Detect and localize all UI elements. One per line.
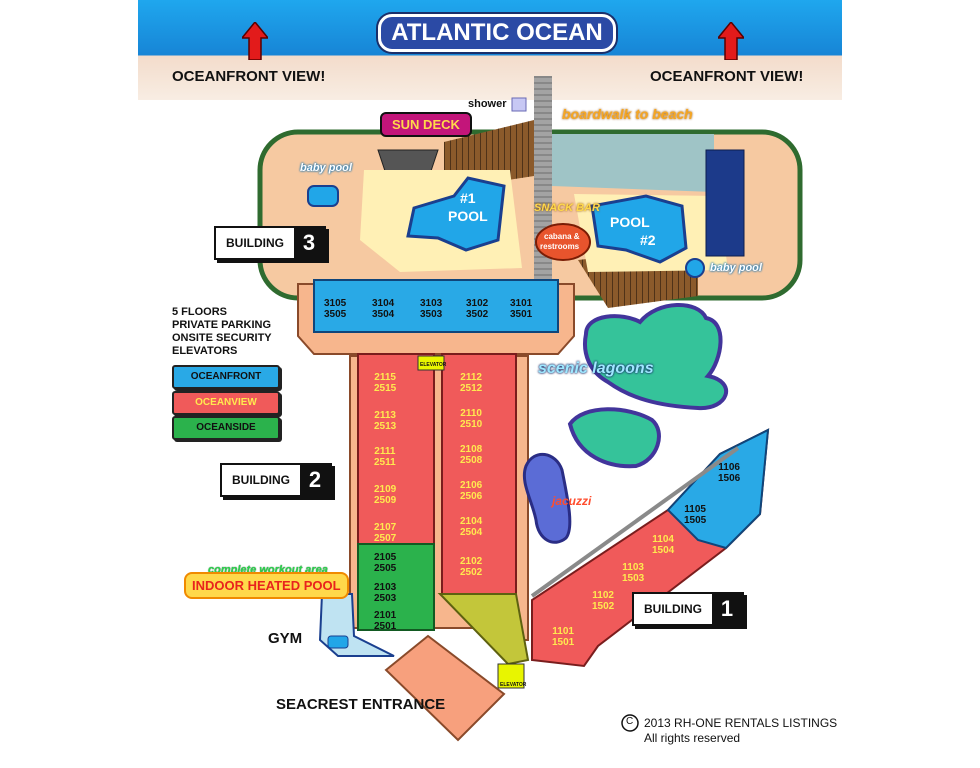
b2-left-red <box>357 353 435 545</box>
shower-icon <box>511 97 527 112</box>
rights-text: All rights reserved <box>644 731 741 745</box>
blue-strip <box>705 149 745 257</box>
feature-security: ONSITE SECURITY <box>172 332 272 344</box>
pool-2-number: #2 <box>640 232 656 248</box>
shower-label: shower <box>468 98 507 110</box>
elevator-icon-2 <box>497 663 525 689</box>
pool-1-label: POOL <box>448 208 488 224</box>
b2-left-green <box>357 543 435 631</box>
pool-2-label: POOL <box>610 214 650 230</box>
gym-label: GYM <box>268 630 303 647</box>
feature-parking: PRIVATE PARKING <box>172 319 272 331</box>
building-2-number: 2 <box>300 465 330 495</box>
baby-pool-2 <box>685 258 705 278</box>
jacuzzi <box>522 453 572 544</box>
seacrest-entrance-label: SEACREST ENTRANCE <box>276 696 446 713</box>
baby-pool-label-2: baby pool <box>710 262 762 274</box>
ocean-title: ATLANTIC OCEAN <box>378 14 616 52</box>
baby-pool-label-1: baby pool <box>300 162 352 174</box>
scenic-lagoon-1 <box>583 303 729 411</box>
building-3-tag: BUILDING 3 <box>214 226 326 260</box>
legend-oceanfront: OCEANFRONT <box>172 365 280 389</box>
pool-1-number: #1 <box>460 190 476 206</box>
copyright-symbol: C <box>626 716 634 727</box>
jacuzzi-label: jacuzzi <box>552 494 592 508</box>
resort-map: ATLANTIC OCEAN OCEANFRONT VIEW! OCEANFRO… <box>138 0 842 768</box>
boardwalk-label: boardwalk to beach <box>562 106 693 122</box>
deck-stripes <box>552 134 714 192</box>
building-3-number: 3 <box>294 228 324 258</box>
building-3-text: BUILDING <box>226 236 284 250</box>
oceanfront-view-right: OCEANFRONT VIEW! <box>650 68 804 85</box>
elevator-icon-1 <box>417 355 445 371</box>
lagoons-label: scenic lagoons <box>538 360 654 377</box>
cabana-label-1: cabana & <box>544 232 580 241</box>
building-1-number: 1 <box>712 594 742 624</box>
building-2-text: BUILDING <box>232 473 290 487</box>
legend-oceanview: OCEANVIEW <box>172 391 280 415</box>
copyright-icon <box>621 714 639 732</box>
feature-list: 5 FLOORS PRIVATE PARKING ONSITE SECURITY… <box>172 306 272 358</box>
up-arrow-icon <box>718 22 744 60</box>
pool-2 <box>590 194 688 264</box>
cabana-label-2: restrooms <box>540 242 580 251</box>
feature-floors: 5 FLOORS <box>172 306 228 318</box>
indoor-pool-label: INDOOR HEATED POOL <box>184 572 349 599</box>
snack-bar-label: SNACK BAR <box>534 202 600 214</box>
baby-pool-1 <box>307 185 339 207</box>
pool-1 <box>406 176 506 252</box>
sun-deck-label: SUN DECK <box>380 112 472 137</box>
building-1-blue <box>666 428 770 550</box>
elevator-label: ELEVATOR <box>500 682 527 688</box>
parking-green <box>437 593 530 666</box>
entrance <box>384 634 506 742</box>
cabana <box>535 223 591 261</box>
building-2-tag: BUILDING 2 <box>220 463 332 497</box>
building-3-units <box>313 279 559 333</box>
elevator-label: ELEVATOR <box>420 362 447 368</box>
map-graphics <box>257 76 803 742</box>
building-1-text: BUILDING <box>644 602 702 616</box>
up-arrow-icon <box>242 22 268 60</box>
oceanfront-view-left: OCEANFRONT VIEW! <box>172 68 326 85</box>
copyright-text: 2013 RH-ONE RENTALS LISTINGS <box>644 716 838 730</box>
legend-oceanside: OCEANSIDE <box>172 416 280 440</box>
feature-elevators: ELEVATORS <box>172 345 238 357</box>
building-1-tag: BUILDING 1 <box>632 592 744 626</box>
scenic-lagoon-2 <box>567 407 661 469</box>
b2-right-red <box>441 353 517 595</box>
